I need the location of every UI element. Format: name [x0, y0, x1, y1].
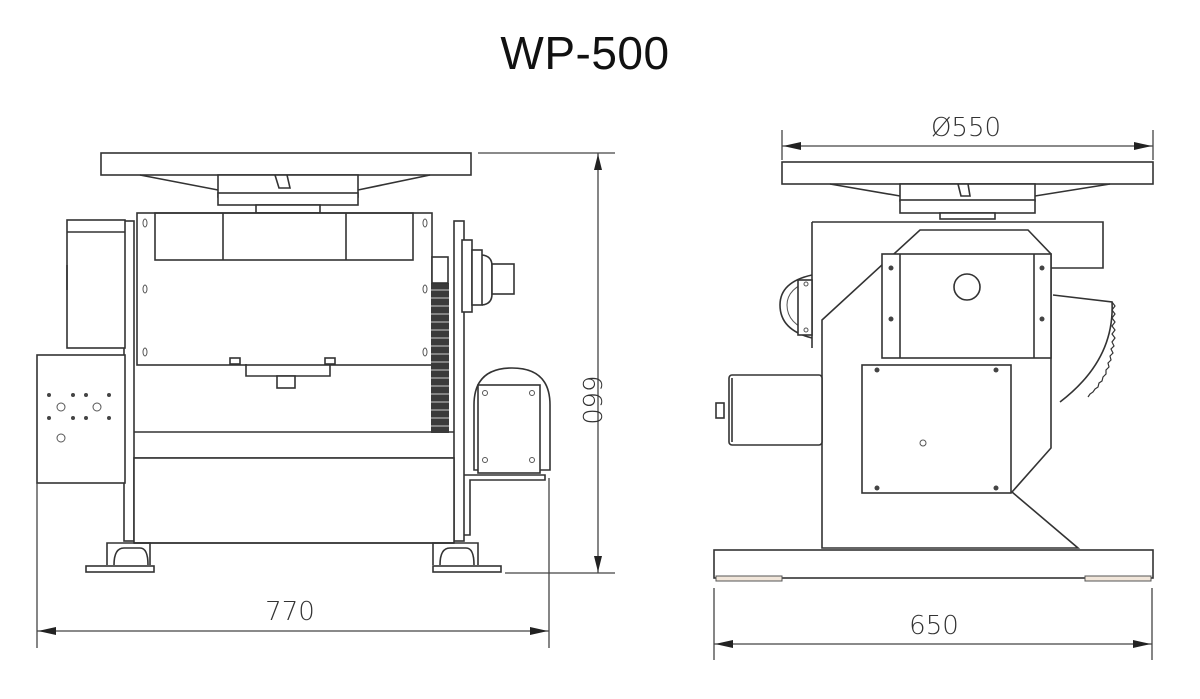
shaft-end [491, 263, 515, 295]
front-width-dimension: 770 [36, 478, 550, 648]
front-height-dimension: 660 [478, 152, 615, 574]
motor-box-left [66, 219, 126, 349]
work-table-side [781, 161, 1154, 185]
side-base-width-dimension: 650 [713, 588, 1153, 660]
sector-gear [1052, 294, 1113, 403]
width-770-label: 770 [265, 597, 315, 627]
tilt-gearbox [473, 367, 551, 471]
foot-left [106, 542, 151, 565]
handwheel [779, 274, 813, 339]
right-side-plate [453, 220, 465, 542]
front-view [36, 152, 551, 573]
rotation-motor [728, 374, 823, 446]
height-660-label: 660 [576, 375, 606, 425]
access-cover [861, 364, 1012, 494]
side-view [713, 161, 1154, 582]
table-diameter-dimension: Ø550 [781, 113, 1154, 160]
shaft-hole [953, 273, 981, 301]
control-panel-holes [47, 393, 111, 443]
work-table-front [100, 152, 472, 176]
diameter-550-label: Ø550 [931, 113, 1001, 143]
base-plate [713, 549, 1154, 579]
width-650-label: 650 [909, 611, 959, 641]
gear-ring-front [431, 283, 449, 433]
drawing-title: WP-500 [500, 27, 670, 79]
foot-right [432, 542, 479, 565]
tilting-housing [136, 212, 433, 366]
